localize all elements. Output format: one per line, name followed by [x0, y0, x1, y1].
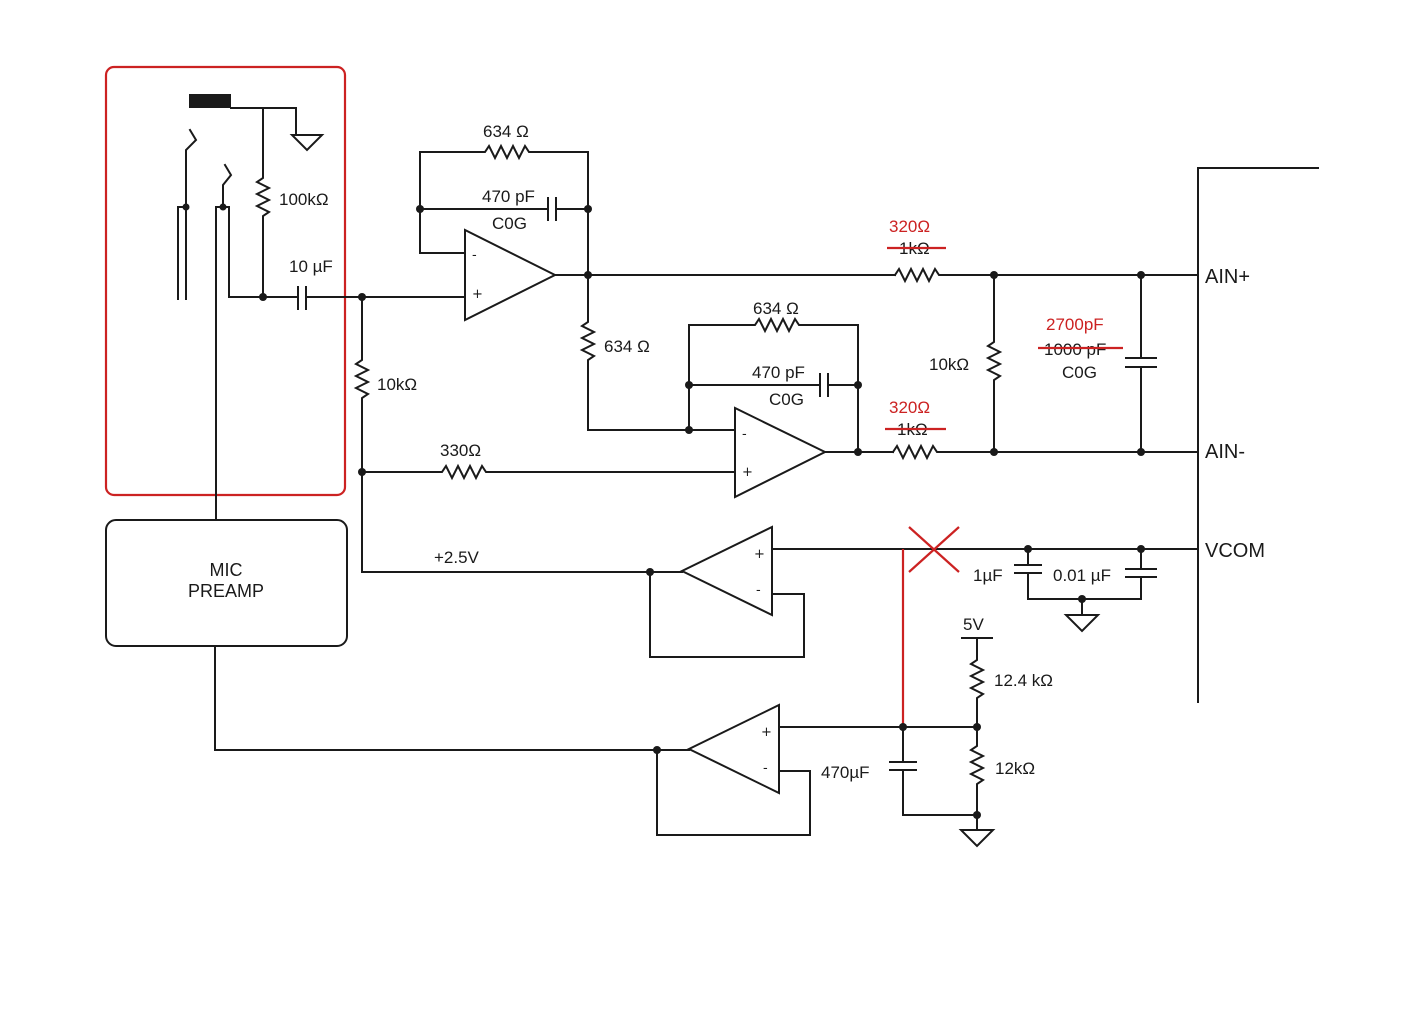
top-opamp — [464, 228, 558, 322]
preamp-bias-wire — [214, 646, 658, 751]
pin-vcom: VCOM — [1205, 540, 1265, 562]
vcom-cap2-label: 0.01 µF — [1053, 566, 1111, 585]
top-fb-cap-label: 470 pF — [482, 187, 535, 206]
ain-minus-resistor — [891, 443, 1199, 461]
divider-capacitor — [889, 726, 978, 816]
bottom-fb-resistor-label: 634 Ω — [753, 299, 799, 318]
jack-highlight-box — [104, 65, 347, 497]
mid-resistor-label: 634 Ω — [604, 337, 650, 356]
term-resistor-label: 10kΩ — [929, 355, 969, 374]
diff-cap-old: 1000 pF — [1044, 340, 1106, 359]
top-fb-resistor-label: 634 Ω — [483, 122, 529, 141]
bottom-input-resistor — [361, 463, 736, 481]
jack-signal-wire — [222, 206, 299, 298]
jack-resistor-label: 100kΩ — [279, 190, 329, 209]
bias-buffer-plus: + — [761, 725, 772, 740]
divider-resistor-top — [961, 637, 993, 728]
ground-icon — [289, 134, 325, 152]
input-cap-label: 10 µF — [289, 257, 333, 276]
pin-ain-plus: AIN+ — [1205, 266, 1250, 288]
vcom-buffer-feedback — [649, 571, 805, 658]
top-opamp-plus: + — [472, 287, 483, 302]
ain-plus-resistor — [893, 266, 1199, 284]
rail-label: +2.5V — [434, 548, 480, 567]
bottom-opamp-plus: + — [742, 465, 753, 480]
bottom-feedback-resistor — [688, 316, 859, 453]
divider-resistor-bottom — [968, 726, 986, 831]
vcom-buffer-plus: + — [754, 547, 765, 562]
supply-label: 5V — [963, 615, 984, 634]
vcom-buffer-opamp — [679, 525, 773, 617]
bias-buffer-minus: - — [763, 761, 768, 776]
bottom-input-resistor-label: 330Ω — [440, 441, 481, 460]
bias-buffer-feedback — [656, 749, 811, 836]
vcom-buffer-minus: - — [756, 583, 761, 598]
diff-capacitor — [1125, 274, 1157, 453]
bottom-fb-cap-label: 470 pF — [752, 363, 805, 382]
mic-preamp-label-1: MIC — [210, 560, 243, 580]
diff-cap-new: 2700pF — [1046, 315, 1104, 334]
bottom-opamp-minus: - — [742, 427, 747, 442]
div-r-top-label: 12.4 kΩ — [994, 671, 1053, 690]
ain-plus-resistor-new: 320Ω — [889, 217, 930, 236]
ground-icon — [958, 829, 996, 848]
mic-preamp-label-2: PREAMP — [188, 581, 264, 601]
jack-resistor — [254, 107, 272, 298]
div-r-bottom-label: 12kΩ — [995, 759, 1035, 778]
top-feedback-capacitor — [419, 197, 589, 221]
bias-resistor — [353, 296, 651, 573]
jack-tip-contact — [189, 94, 231, 108]
input-capacitor — [297, 286, 307, 310]
top-opamp-minus: - — [472, 248, 477, 263]
adc-boundary — [1197, 167, 1319, 703]
bottom-opamp — [734, 406, 828, 499]
jack-ground-wire — [230, 107, 297, 136]
term-resistor — [985, 274, 1003, 453]
bias-resistor-label: 10kΩ — [377, 375, 417, 394]
mic-preamp-box — [105, 519, 348, 647]
mid-resistor — [579, 274, 736, 431]
jack-ring-wire — [215, 163, 233, 521]
ain-minus-resistor-new: 320Ω — [889, 398, 930, 417]
top-feedback-resistor — [419, 143, 589, 276]
diff-cap-type: C0G — [1062, 363, 1097, 382]
top-fb-cap-type: C0G — [492, 214, 527, 233]
bias-buffer-opamp — [686, 703, 780, 795]
bottom-fb-cap-type: C0G — [769, 390, 804, 409]
pin-ain-minus: AIN- — [1205, 441, 1245, 463]
cut-mark-icon — [908, 526, 960, 573]
div-cap-label: 470µF — [821, 763, 870, 782]
bottom-feedback-capacitor — [688, 373, 859, 397]
vcom-cap1-label: 1µF — [973, 566, 1003, 585]
jack-sleeve-2 — [177, 128, 198, 300]
ground-icon — [1063, 598, 1101, 633]
